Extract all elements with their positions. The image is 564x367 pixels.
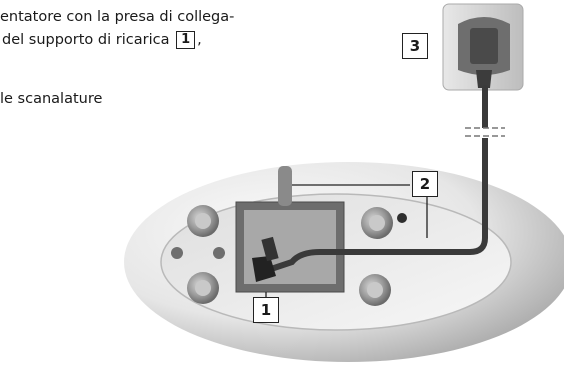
callout-cable: 2 bbox=[412, 171, 438, 197]
callout-plug: 3 bbox=[402, 33, 428, 59]
instruction-line-1: entatore con la presa di collega- bbox=[0, 9, 235, 25]
wall-plug bbox=[442, 3, 524, 91]
rubber-feet bbox=[171, 205, 407, 306]
instruction-line-2: del supporto di ricarica 1, bbox=[2, 31, 202, 49]
inline-reference-box: 1 bbox=[176, 31, 196, 49]
power-cable bbox=[252, 85, 508, 282]
callout-base: 1 bbox=[253, 297, 279, 323]
cable-slot bbox=[278, 166, 292, 206]
instruction-line-3: le scanalature bbox=[0, 91, 103, 107]
